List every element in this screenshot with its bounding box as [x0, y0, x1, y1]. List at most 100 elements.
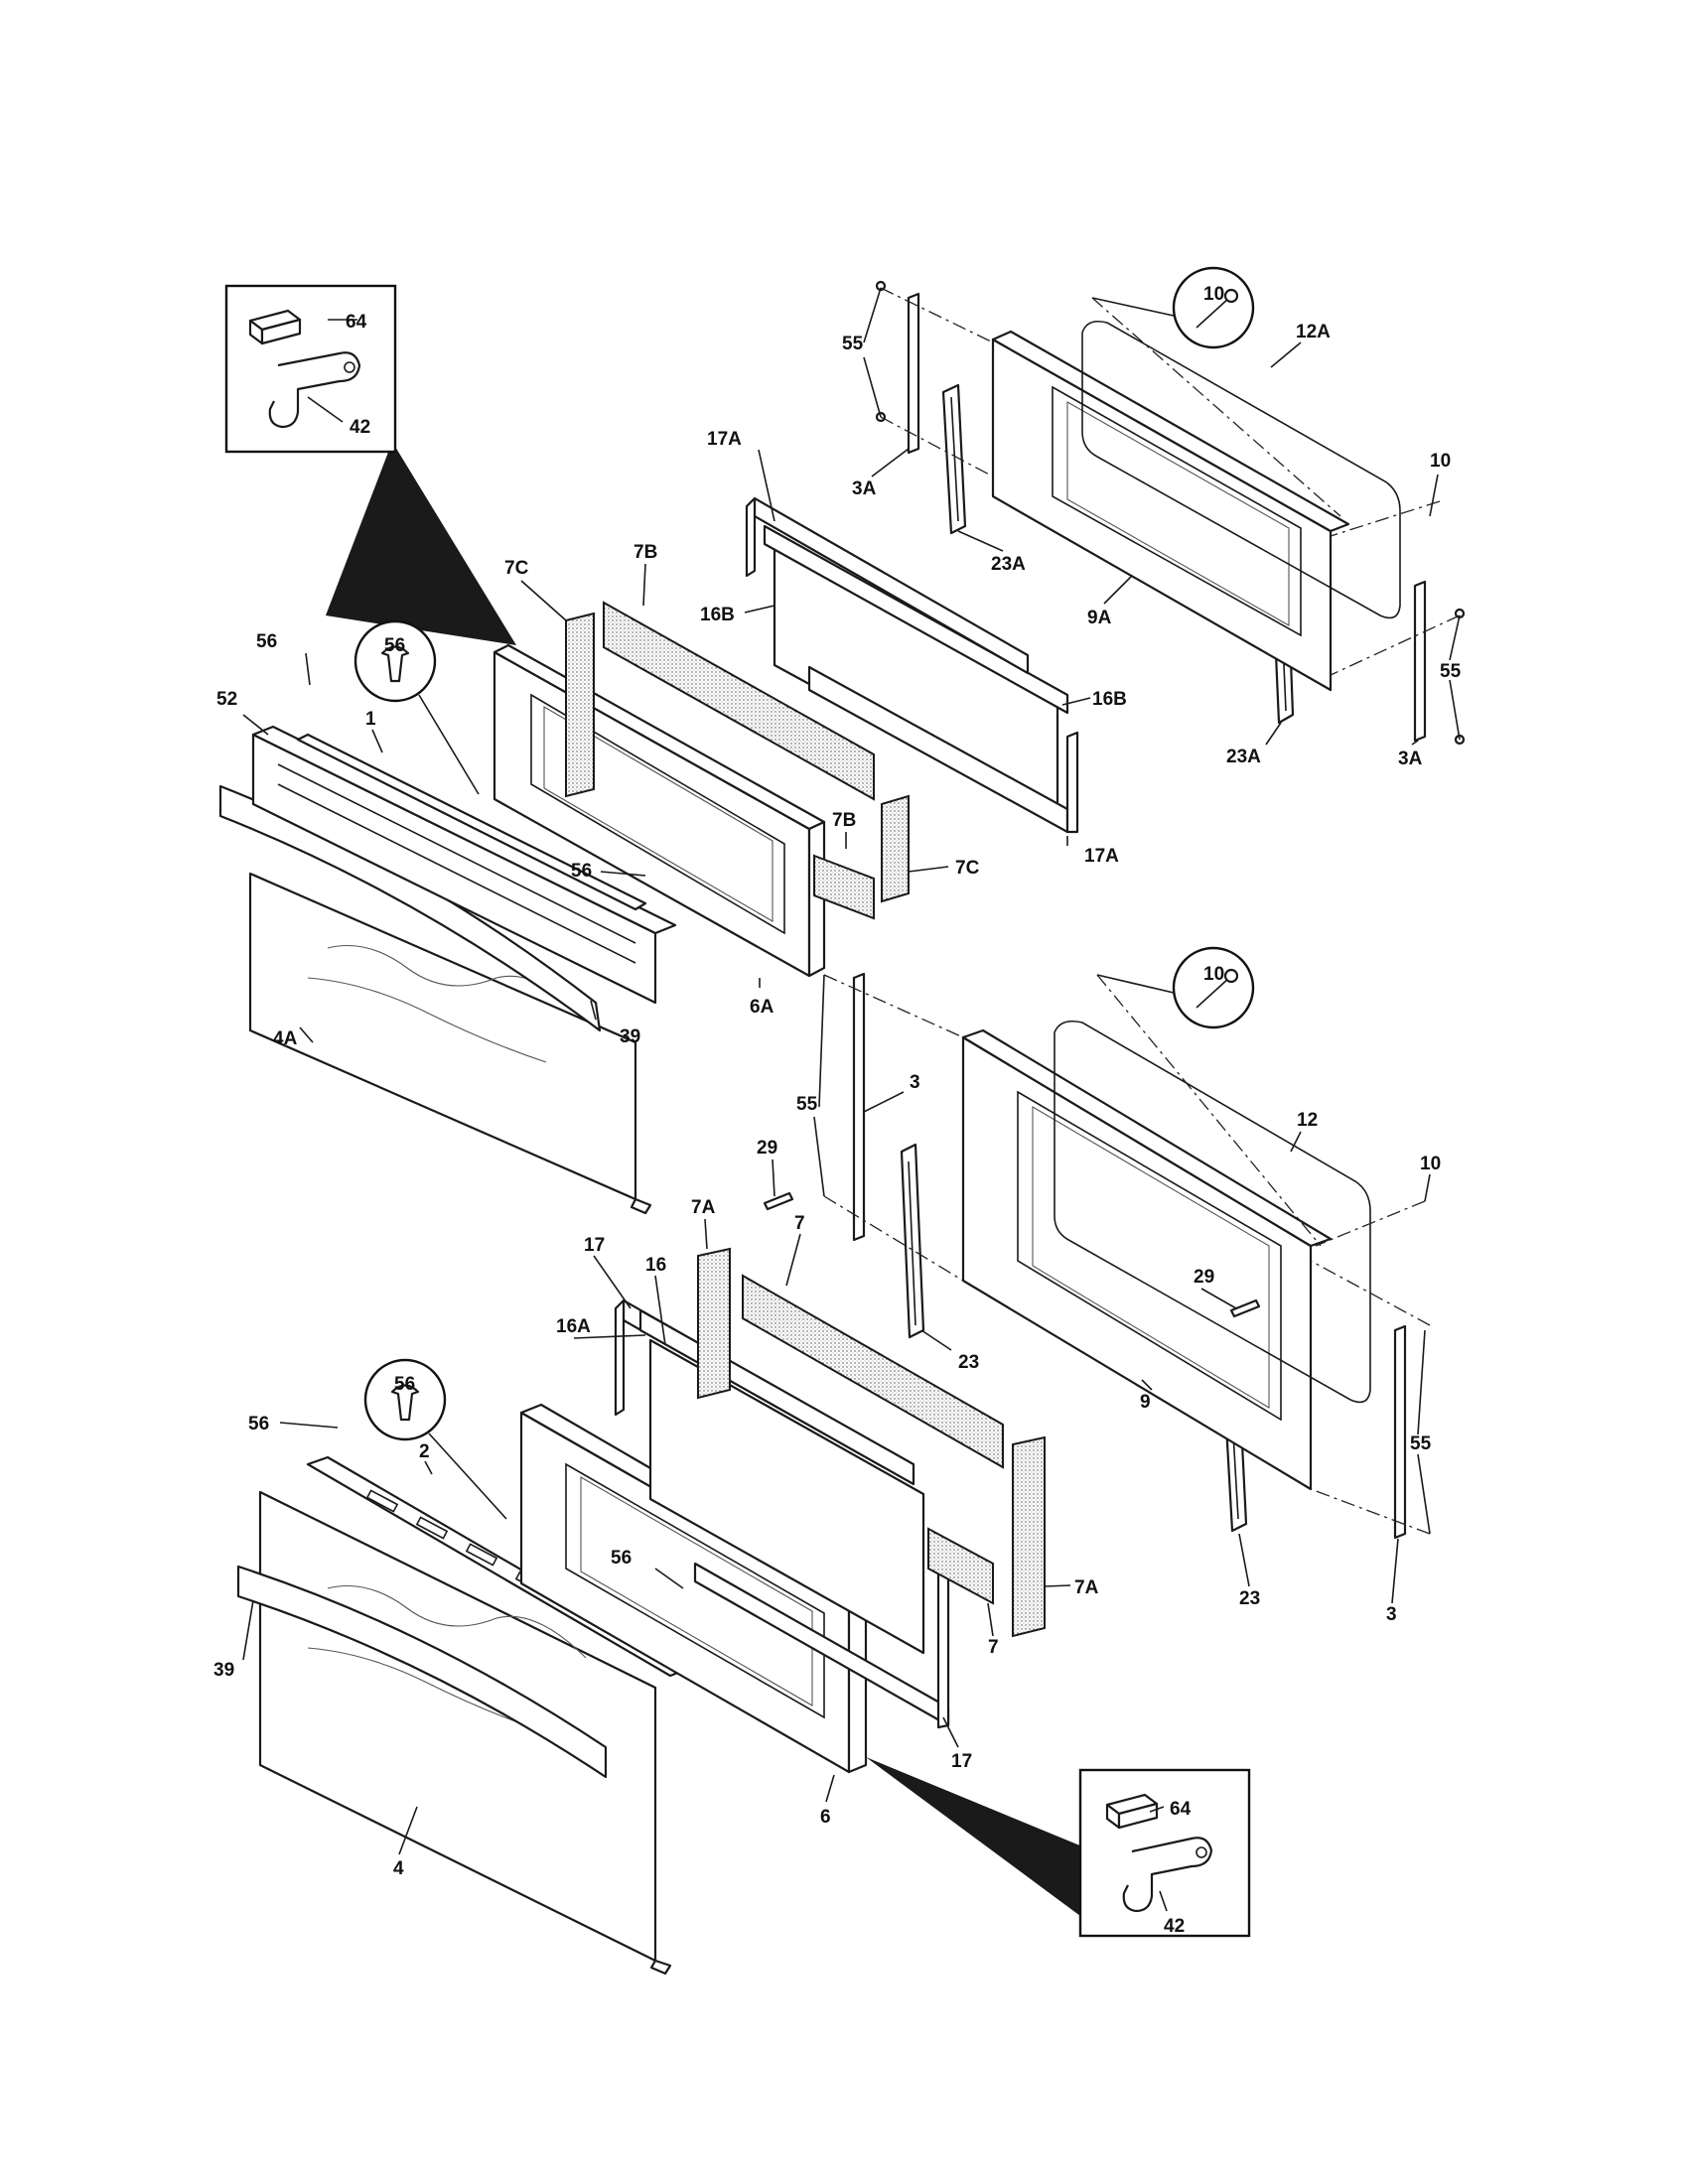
- label-4A: 4A: [273, 1028, 298, 1049]
- label-2: 2: [419, 1441, 430, 1462]
- inset-gasket-clip-top: [224, 284, 516, 645]
- label-39-b: 39: [213, 1660, 234, 1681]
- part-42-clip-bottom: [1122, 1837, 1213, 1913]
- label-10-c: 10: [1203, 964, 1224, 985]
- label-55-d: 55: [1410, 1433, 1432, 1454]
- part-4-outer-door-panel: [258, 1490, 672, 1976]
- label-56-b: 56: [571, 861, 592, 882]
- part-3A-hinge-strip-left: [907, 292, 920, 455]
- label-29-b: 29: [1194, 1267, 1214, 1288]
- label-23-b: 23: [1239, 1588, 1260, 1609]
- label-7B-b: 7B: [832, 810, 856, 831]
- label-55-a: 55: [842, 334, 864, 354]
- part-3-hinge-strip-left: [852, 972, 866, 1242]
- label-56-d: 56: [611, 1548, 632, 1569]
- label-56-c: 56: [248, 1414, 269, 1434]
- part-7B-insulation-lower: [813, 854, 875, 920]
- label-12: 12: [1297, 1110, 1318, 1131]
- label-9: 9: [1140, 1392, 1151, 1413]
- label-7C-b: 7C: [955, 858, 980, 879]
- label-29-a: 29: [757, 1138, 777, 1159]
- label-42-top: 42: [350, 417, 370, 438]
- label-17-b: 17: [951, 1751, 972, 1772]
- part-64-pad-top: [248, 309, 302, 345]
- label-55-c: 55: [796, 1094, 818, 1115]
- part-29-pin-left: [763, 1191, 794, 1211]
- callout-labels: 64 42 10 55 3A 12A 10 17A 23A 9A 16B 16B…: [213, 284, 1462, 1937]
- part-12A-door-gasket: [1081, 320, 1401, 619]
- part-17A-glass-channel-upper: [745, 496, 1030, 675]
- label-7A-a: 7A: [691, 1197, 716, 1218]
- label-10-b: 10: [1430, 451, 1451, 472]
- part-52-top-trim: [251, 725, 677, 1005]
- part-7A-insulation-right: [1012, 1435, 1046, 1638]
- label-17A-b: 17A: [1084, 846, 1119, 867]
- label-3-a: 3: [910, 1072, 920, 1093]
- label-7A-b: 7A: [1074, 1577, 1099, 1598]
- inset-gasket-clip-bottom: [866, 1757, 1251, 1938]
- part-16-glass-panel: [648, 1338, 925, 1655]
- label-3A-a: 3A: [852, 478, 877, 499]
- part-9-door-liner: [961, 1028, 1333, 1491]
- part-3-hinge-strip-right: [1393, 1324, 1407, 1540]
- label-10-d: 10: [1420, 1154, 1441, 1174]
- label-6A: 6A: [750, 997, 774, 1018]
- label-16B-b: 16B: [1092, 689, 1127, 710]
- part-10-screw-detail-lower: [1096, 946, 1255, 1029]
- part-64-pad-bottom: [1105, 1793, 1159, 1830]
- label-23A-b: 23A: [1226, 747, 1261, 767]
- part-23-hinge-left: [900, 1143, 925, 1339]
- part-56-screw-detail-upper: [353, 619, 480, 795]
- label-23-a: 23: [958, 1352, 979, 1373]
- label-3-b: 3: [1386, 1604, 1397, 1625]
- part-7A-insulation-left: [697, 1247, 731, 1400]
- label-23A-a: 23A: [991, 554, 1026, 575]
- label-16B-a: 16B: [700, 605, 735, 625]
- label-1: 1: [365, 709, 376, 730]
- label-55-b: 55: [1440, 661, 1462, 682]
- part-7C-insulation-left: [565, 612, 595, 798]
- label-17A-a: 17A: [707, 429, 742, 450]
- part-7-insulation-upper: [742, 1274, 1004, 1469]
- label-4: 4: [393, 1858, 404, 1879]
- label-52: 52: [216, 689, 237, 710]
- part-10-screw-detail-top: [1091, 266, 1255, 349]
- label-7-a: 7: [794, 1213, 805, 1234]
- label-64-bottom: 64: [1170, 1799, 1192, 1820]
- label-6: 6: [820, 1807, 831, 1828]
- label-7B-a: 7B: [633, 542, 657, 563]
- label-10-a: 10: [1203, 284, 1224, 305]
- part-7B-insulation-upper: [603, 601, 875, 801]
- leader-lines: [242, 287, 1461, 1912]
- part-17-glass-channel-lower: [693, 1542, 950, 1729]
- label-39-a: 39: [620, 1026, 640, 1047]
- part-7-insulation-lower: [927, 1527, 994, 1605]
- part-7C-insulation-right: [881, 794, 910, 903]
- part-17A-glass-channel-lower: [807, 665, 1079, 834]
- part-1-vent-strip: [296, 733, 647, 911]
- label-7C-a: 7C: [504, 558, 529, 579]
- alignment-lines-bottom: [823, 974, 1431, 1535]
- label-3A-b: 3A: [1398, 749, 1423, 769]
- label-56-circle-b: 56: [394, 1374, 415, 1395]
- label-42-bottom: 42: [1164, 1916, 1185, 1937]
- part-39-handle-bottom: [236, 1565, 608, 1779]
- part-23A-hinge-left: [941, 383, 967, 535]
- label-7-b: 7: [988, 1637, 999, 1658]
- part-4A-outer-door-panel: [248, 872, 652, 1215]
- part-55-screws-top-left: [875, 280, 887, 423]
- alignment-lines-top: [880, 287, 1461, 676]
- part-9A-door-liner: [991, 330, 1350, 692]
- part-3A-hinge-strip-right: [1413, 580, 1427, 743]
- inset-pointer-bottom: [866, 1757, 1082, 1916]
- label-56-circle-a: 56: [384, 635, 405, 656]
- part-29-pin-right: [1229, 1298, 1261, 1318]
- label-56-a: 56: [256, 631, 277, 652]
- part-42-clip-top: [268, 351, 361, 429]
- label-16A: 16A: [556, 1316, 591, 1337]
- label-64-top: 64: [346, 312, 367, 333]
- part-56-screw-detail-lower: [363, 1358, 507, 1520]
- label-12A: 12A: [1296, 322, 1331, 342]
- label-17-a: 17: [584, 1235, 605, 1256]
